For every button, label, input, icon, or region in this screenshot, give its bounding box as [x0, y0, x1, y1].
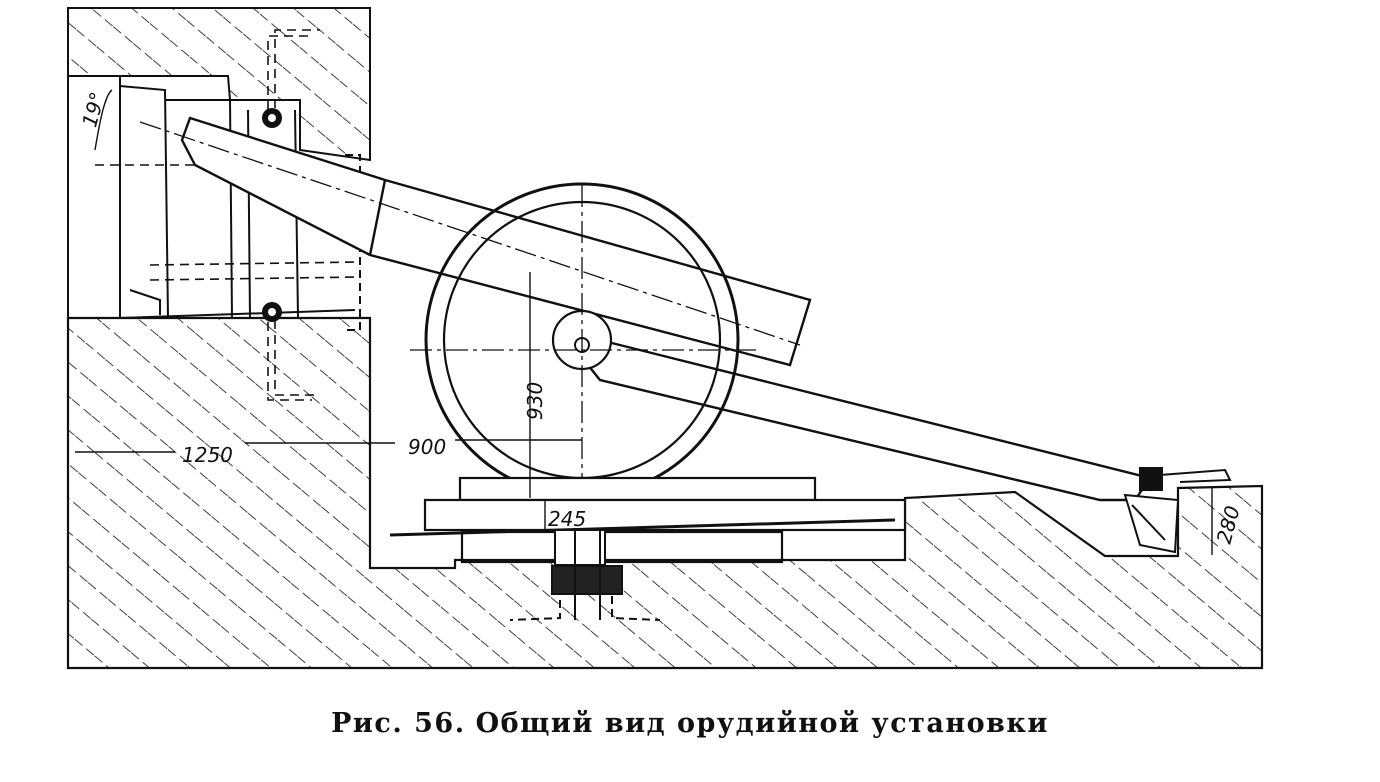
- concrete-upper-wall: [67, 7, 371, 162]
- dimension-900: 900: [408, 435, 446, 459]
- embrasure-frame: [67, 75, 361, 331]
- pivot-bearing: [509, 529, 661, 621]
- dimension-930: 930: [523, 382, 547, 420]
- shutter-dashed-lines: [95, 29, 361, 401]
- turntable-platform: [389, 476, 907, 564]
- dimension-245: 245: [548, 507, 586, 531]
- center-lines: [139, 121, 801, 505]
- figure-caption: Рис. 56. Общий вид орудийной установки: [0, 708, 1380, 739]
- figure-title: Общий вид орудийной установки: [475, 708, 1049, 739]
- trail-anchor: [1123, 467, 1232, 554]
- figure-number: Рис. 56.: [331, 708, 466, 739]
- hinge-bolt-lower: [262, 302, 282, 322]
- hinge-bolt-upper: [262, 108, 282, 128]
- gun-carriage-trail: [556, 327, 1152, 502]
- dimension-angle: 19°: [77, 89, 109, 129]
- dimension-lines: [75, 89, 1213, 555]
- dimension-1250: 1250: [182, 443, 233, 467]
- concrete-foundation: [66, 316, 1264, 670]
